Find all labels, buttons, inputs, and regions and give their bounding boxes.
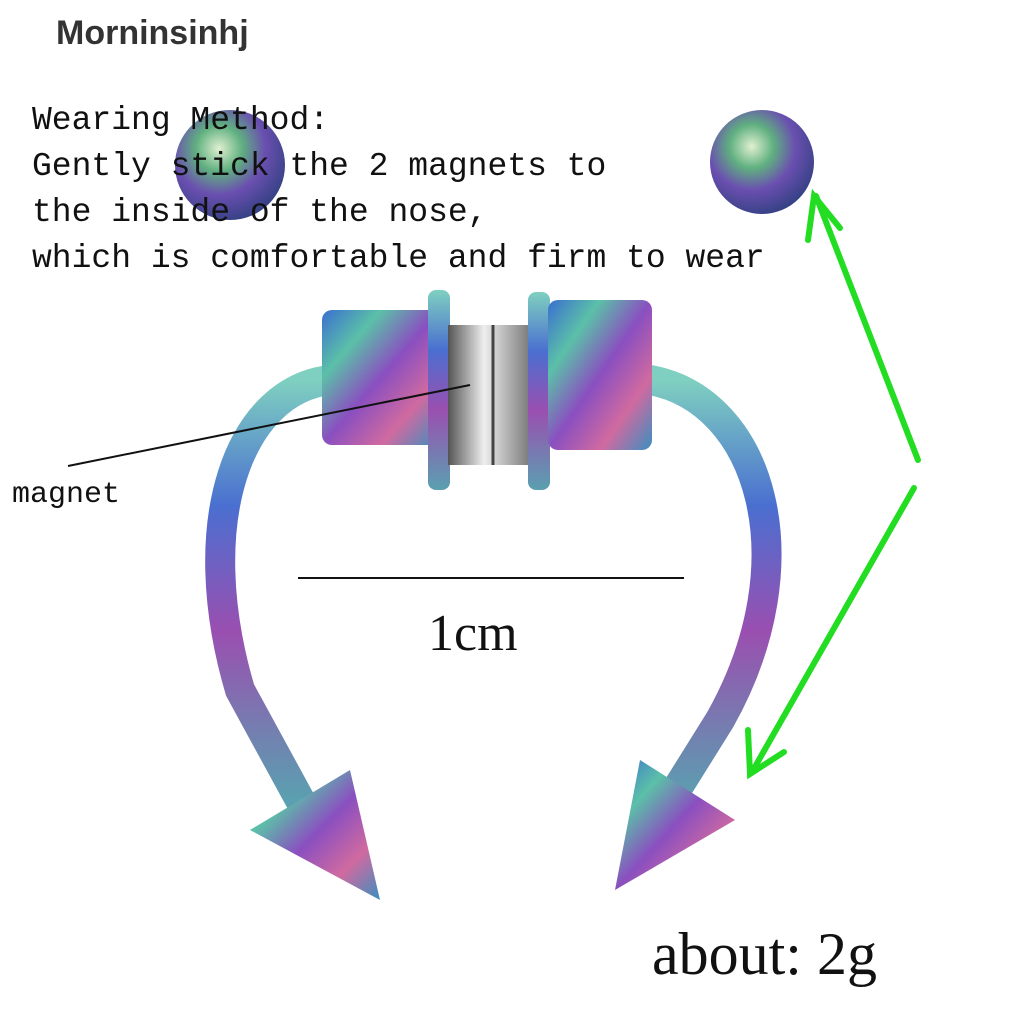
magnet-label: magnet	[12, 478, 121, 512]
wearing-method-line: Gently stick the 2 magnets to	[32, 148, 607, 185]
wearing-method-text: Wearing Method: Gently stick the 2 magnet…	[32, 98, 765, 282]
disc-right	[528, 292, 550, 490]
spike-left	[250, 770, 380, 900]
wearing-method-line: which is comfortable and firm to wear	[32, 240, 765, 277]
weight-label: about: 2g	[652, 921, 877, 987]
ball-left	[175, 110, 285, 220]
scale-label: 1cm	[428, 605, 518, 662]
disc-left	[428, 290, 450, 490]
magnet-pointer-line	[67, 384, 471, 467]
arm-left	[205, 365, 345, 815]
wearing-method-line: the inside of the nose,	[32, 194, 488, 231]
cap-right	[548, 300, 652, 450]
spike-right	[615, 760, 735, 890]
cap-left	[322, 310, 440, 445]
wearing-method-title: Wearing Method:	[32, 102, 330, 139]
brand-watermark: Morninsinhj	[56, 14, 249, 52]
arrow-icon	[745, 188, 921, 780]
ball-right	[710, 110, 814, 214]
arm-right	[635, 365, 782, 815]
